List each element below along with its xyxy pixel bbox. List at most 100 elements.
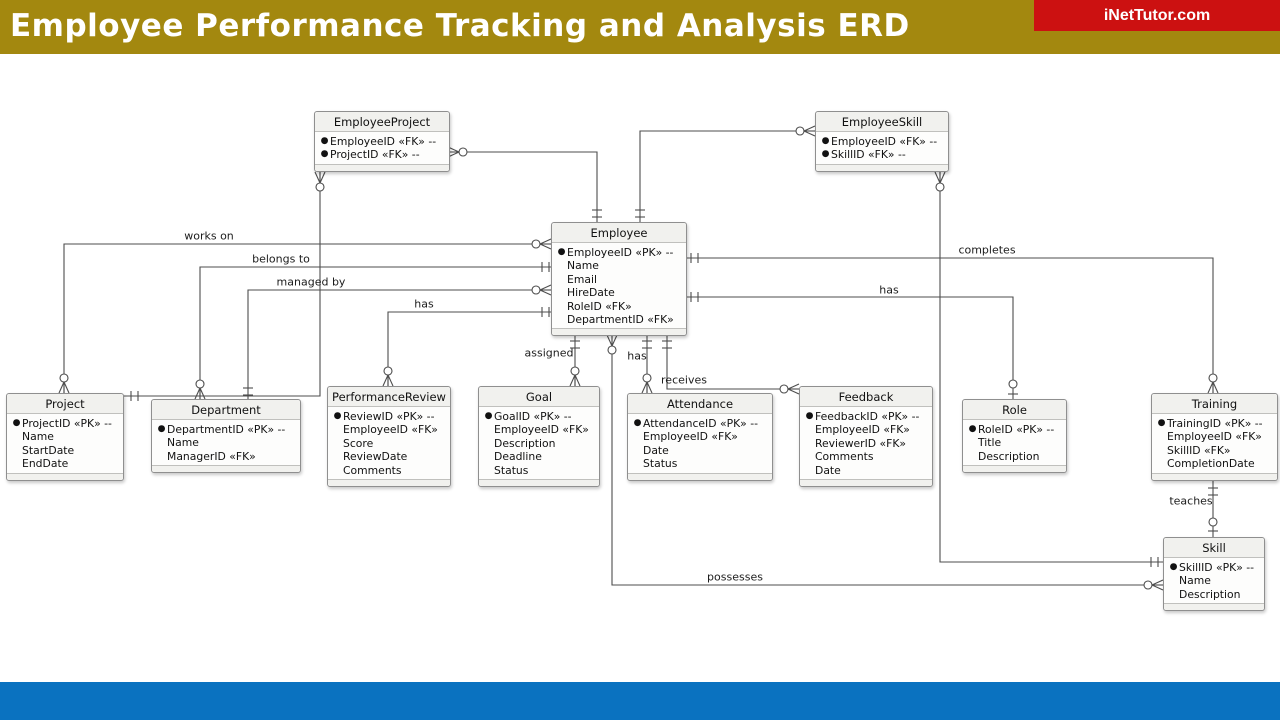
entity-field: ●ProjectID «PK» -- (11, 417, 120, 430)
entity-attributes: ●GoalID «PK» --EmployeeID «FK»Descriptio… (479, 407, 599, 480)
relationship-employeeskill-skill (934, 171, 1163, 567)
entity-field: Description (967, 450, 1063, 463)
relationship-has-performance-review (382, 307, 551, 387)
entity-field: SkillID «FK» (1156, 444, 1274, 457)
entity-field: ReviewDate (332, 450, 447, 463)
key-bullet-icon: ● (633, 418, 642, 428)
field-text: TrainingID «PK» -- (1167, 417, 1263, 430)
field-text: Email (567, 272, 597, 286)
field-text: EmployeeID «FK» (494, 423, 589, 437)
field-text: Name (567, 259, 599, 273)
entity-field: EmployeeID «FK» (483, 423, 596, 436)
relationship-label-has-role: has (879, 283, 899, 297)
field-text: SkillID «FK» -- (831, 148, 906, 162)
field-text: Name (167, 436, 199, 450)
entity-attributes: ●FeedbackID «PK» --EmployeeID «FK»Review… (800, 407, 932, 480)
entity-field: Comments (804, 450, 929, 463)
field-text: EmployeeID «FK» (643, 430, 738, 444)
entity-field: Email (556, 273, 683, 286)
entity-field: ●DepartmentID «PK» -- (156, 423, 297, 436)
field-text: Description (494, 436, 556, 450)
relationship-completes (685, 253, 1219, 394)
entity-training: Training●TrainingID «PK» --EmployeeID «F… (1151, 393, 1278, 481)
entity-field: EmployeeID «FK» (332, 423, 447, 436)
footer-bar (0, 682, 1280, 720)
field-text: Title (978, 436, 1002, 450)
field-text: Name (22, 430, 54, 444)
relationship-label-works-on: works on (184, 229, 234, 243)
entity-field: EndDate (11, 457, 120, 470)
brand-text: iNetTutor.com (1103, 6, 1211, 24)
key-bullet-icon: ● (968, 424, 977, 434)
key-bullet-icon: ● (12, 418, 21, 428)
field-text: EmployeeID «FK» -- (330, 135, 437, 148)
entity-title: EmployeeProject (315, 112, 449, 132)
entity-footer-strip (628, 472, 772, 480)
field-text: ProjectID «PK» -- (22, 417, 112, 430)
field-text: EndDate (22, 457, 69, 471)
key-bullet-icon: ● (157, 424, 166, 434)
entity-footer-strip (552, 328, 686, 336)
entity-goal: Goal●GoalID «PK» --EmployeeID «FK»Descri… (478, 386, 600, 488)
entity-title: EmployeeSkill (816, 112, 948, 132)
entity-field: Title (967, 436, 1063, 449)
entity-employee-skill: EmployeeSkill●EmployeeID «FK» --●SkillID… (815, 111, 949, 172)
field-text: Comments (815, 450, 874, 464)
entity-field: DepartmentID «FK» (556, 313, 683, 326)
relationship-possesses (606, 334, 1164, 591)
field-text: ManagerID «FK» (167, 449, 256, 463)
entity-field: ●SkillID «FK» -- (820, 148, 945, 161)
entity-field: EmployeeID «FK» (632, 430, 769, 443)
entity-field: HireDate (556, 286, 683, 299)
key-bullet-icon: ● (484, 411, 493, 421)
field-text: ReviewerID «FK» (815, 436, 907, 450)
field-text: Description (978, 449, 1040, 463)
entity-field: ●AttendanceID «PK» -- (632, 417, 769, 430)
entity-title: Attendance (628, 394, 772, 414)
relationship-works-on (58, 238, 552, 394)
relationship-employeeproject-project (122, 171, 326, 401)
entity-field: ●FeedbackID «PK» -- (804, 410, 929, 423)
entity-performance-review: PerformanceReview●ReviewID «PK» --Employ… (327, 386, 451, 488)
field-text: Score (343, 436, 374, 450)
relationship-label-has-performance-review: has (414, 297, 434, 311)
relationship-label-assigned: assigned (524, 346, 574, 360)
field-text: ProjectID «FK» -- (330, 148, 420, 162)
entity-attributes: ●EmployeeID «FK» --●SkillID «FK» -- (816, 132, 948, 164)
entity-title: Goal (479, 387, 599, 407)
relationship-label-possesses: possesses (707, 570, 763, 584)
field-text: Status (494, 463, 529, 477)
key-bullet-icon: ● (333, 411, 342, 421)
key-bullet-icon: ● (821, 136, 830, 146)
entity-field: ●EmployeeID «FK» -- (820, 135, 945, 148)
key-bullet-icon: ● (821, 149, 830, 160)
entity-attributes: ●AttendanceID «PK» --EmployeeID «FK»Date… (628, 414, 772, 473)
entity-field: RoleID «FK» (556, 300, 683, 313)
entity-field: Description (483, 437, 596, 450)
entity-attributes: ●EmployeeID «FK» --●ProjectID «FK» -- (315, 132, 449, 164)
field-text: Comments (343, 463, 402, 477)
relationship-belongs-to (194, 262, 551, 400)
field-text: StartDate (22, 443, 75, 457)
entity-footer-strip (328, 479, 450, 487)
entity-title: Training (1152, 394, 1277, 414)
entity-field: ●EmployeeID «FK» -- (319, 135, 446, 148)
field-text: GoalID «PK» -- (494, 410, 572, 423)
entity-field: ●TrainingID «PK» -- (1156, 417, 1274, 430)
entity-field: EmployeeID «FK» (804, 423, 929, 436)
entity-footer-strip (479, 479, 599, 487)
entity-title: Employee (552, 223, 686, 243)
field-text: EmployeeID «PK» -- (567, 246, 674, 259)
entity-field: Comments (332, 464, 447, 477)
field-text: RoleID «FK» (567, 299, 632, 313)
relationship-assigned (569, 335, 581, 387)
entity-field: Date (804, 464, 929, 477)
entity-feedback: Feedback●FeedbackID «PK» --EmployeeID «F… (799, 386, 933, 488)
field-text: DepartmentID «PK» -- (167, 423, 286, 436)
